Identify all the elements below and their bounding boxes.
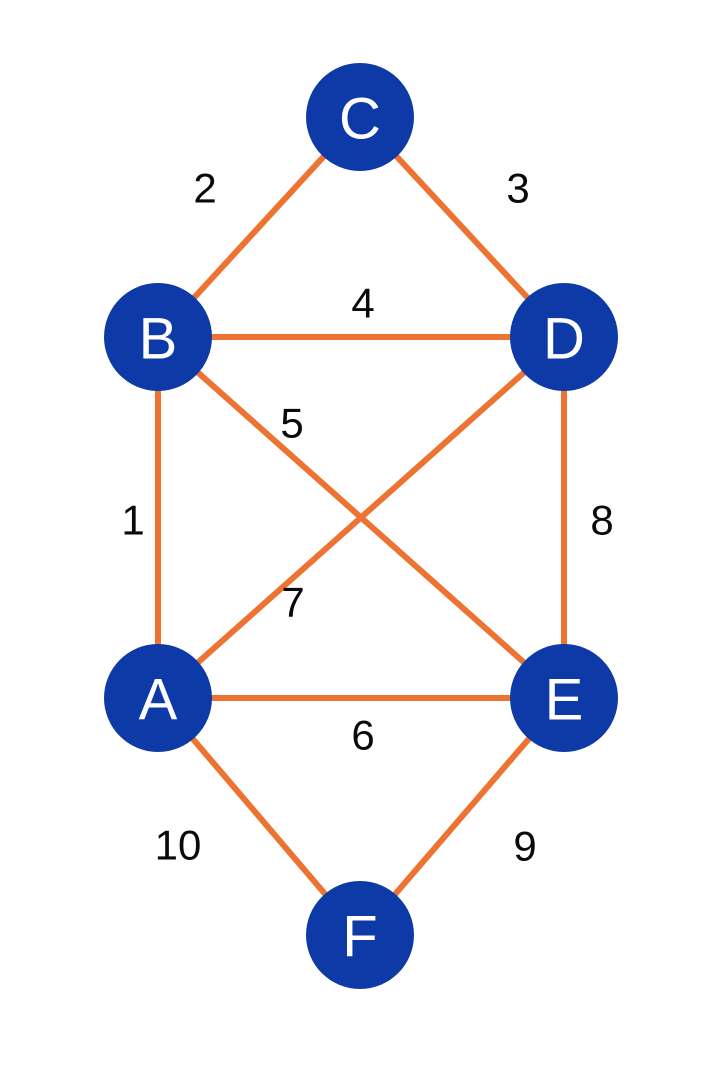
edge-A-F-weight: 10 (155, 822, 202, 869)
node-F-label: F (342, 905, 377, 970)
edge-B-D-weight: 4 (351, 280, 374, 327)
edge-A-D (156, 334, 566, 701)
edge-A-D-weight: 7 (281, 579, 304, 626)
node-C (306, 63, 414, 171)
edge-B-C-weight: 2 (193, 165, 216, 212)
node-E-label: E (545, 668, 584, 733)
node-F (306, 881, 414, 989)
edge-E-F-weight: 9 (513, 823, 536, 870)
node-D (510, 283, 618, 391)
edge-A-E-weight: 6 (351, 712, 374, 759)
node-D-label: D (543, 307, 585, 372)
node-C-label: C (339, 87, 381, 152)
node-B-label: B (139, 307, 178, 372)
node-E (510, 644, 618, 752)
node-B (104, 283, 212, 391)
nodes-layer: C B D A E F (104, 63, 618, 989)
edge-weights-layer: 1 2 3 4 5 6 7 8 9 10 (121, 165, 613, 870)
edge-A-B-weight: 1 (121, 497, 144, 544)
node-A (104, 644, 212, 752)
edges-layer (155, 114, 567, 937)
edge-D-E-weight: 8 (590, 497, 613, 544)
node-A-label: A (139, 668, 178, 733)
edge-C-D-weight: 3 (506, 165, 529, 212)
edge-B-E-weight: 5 (280, 400, 303, 447)
